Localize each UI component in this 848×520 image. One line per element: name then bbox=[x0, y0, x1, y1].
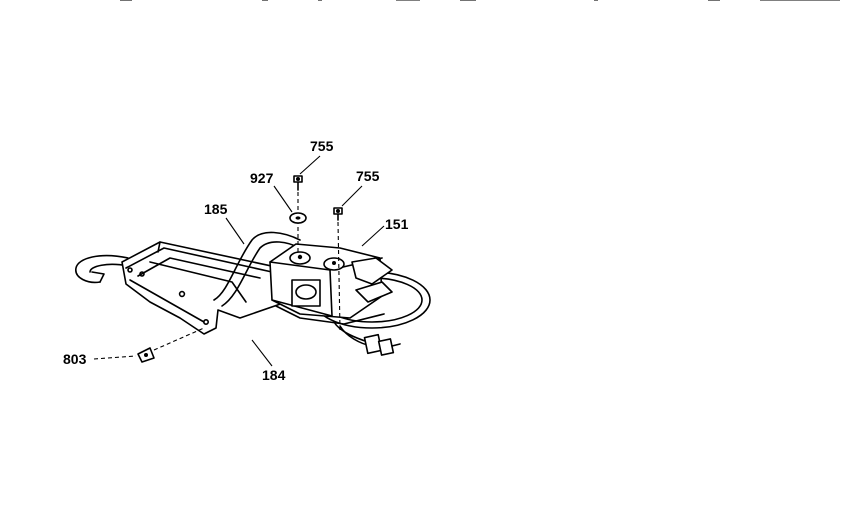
strap bbox=[213, 231, 301, 307]
part-label-803: 803 bbox=[63, 351, 87, 367]
part-label-927: 927 bbox=[250, 170, 274, 186]
part-label-755-right: 755 bbox=[356, 168, 380, 184]
hook-part bbox=[75, 254, 129, 284]
bracket-185 bbox=[121, 241, 293, 335]
leader-lines bbox=[93, 155, 385, 367]
part-label-151: 151 bbox=[385, 216, 409, 232]
wire-harness bbox=[333, 321, 401, 356]
part-label-184: 184 bbox=[262, 367, 286, 383]
motor-assembly-151 bbox=[269, 243, 431, 329]
screw-755-right bbox=[333, 207, 343, 331]
washer-927 bbox=[289, 212, 307, 224]
part-label-755-top: 755 bbox=[310, 138, 334, 154]
part-label-185: 185 bbox=[204, 201, 228, 217]
screw-803 bbox=[137, 327, 205, 363]
